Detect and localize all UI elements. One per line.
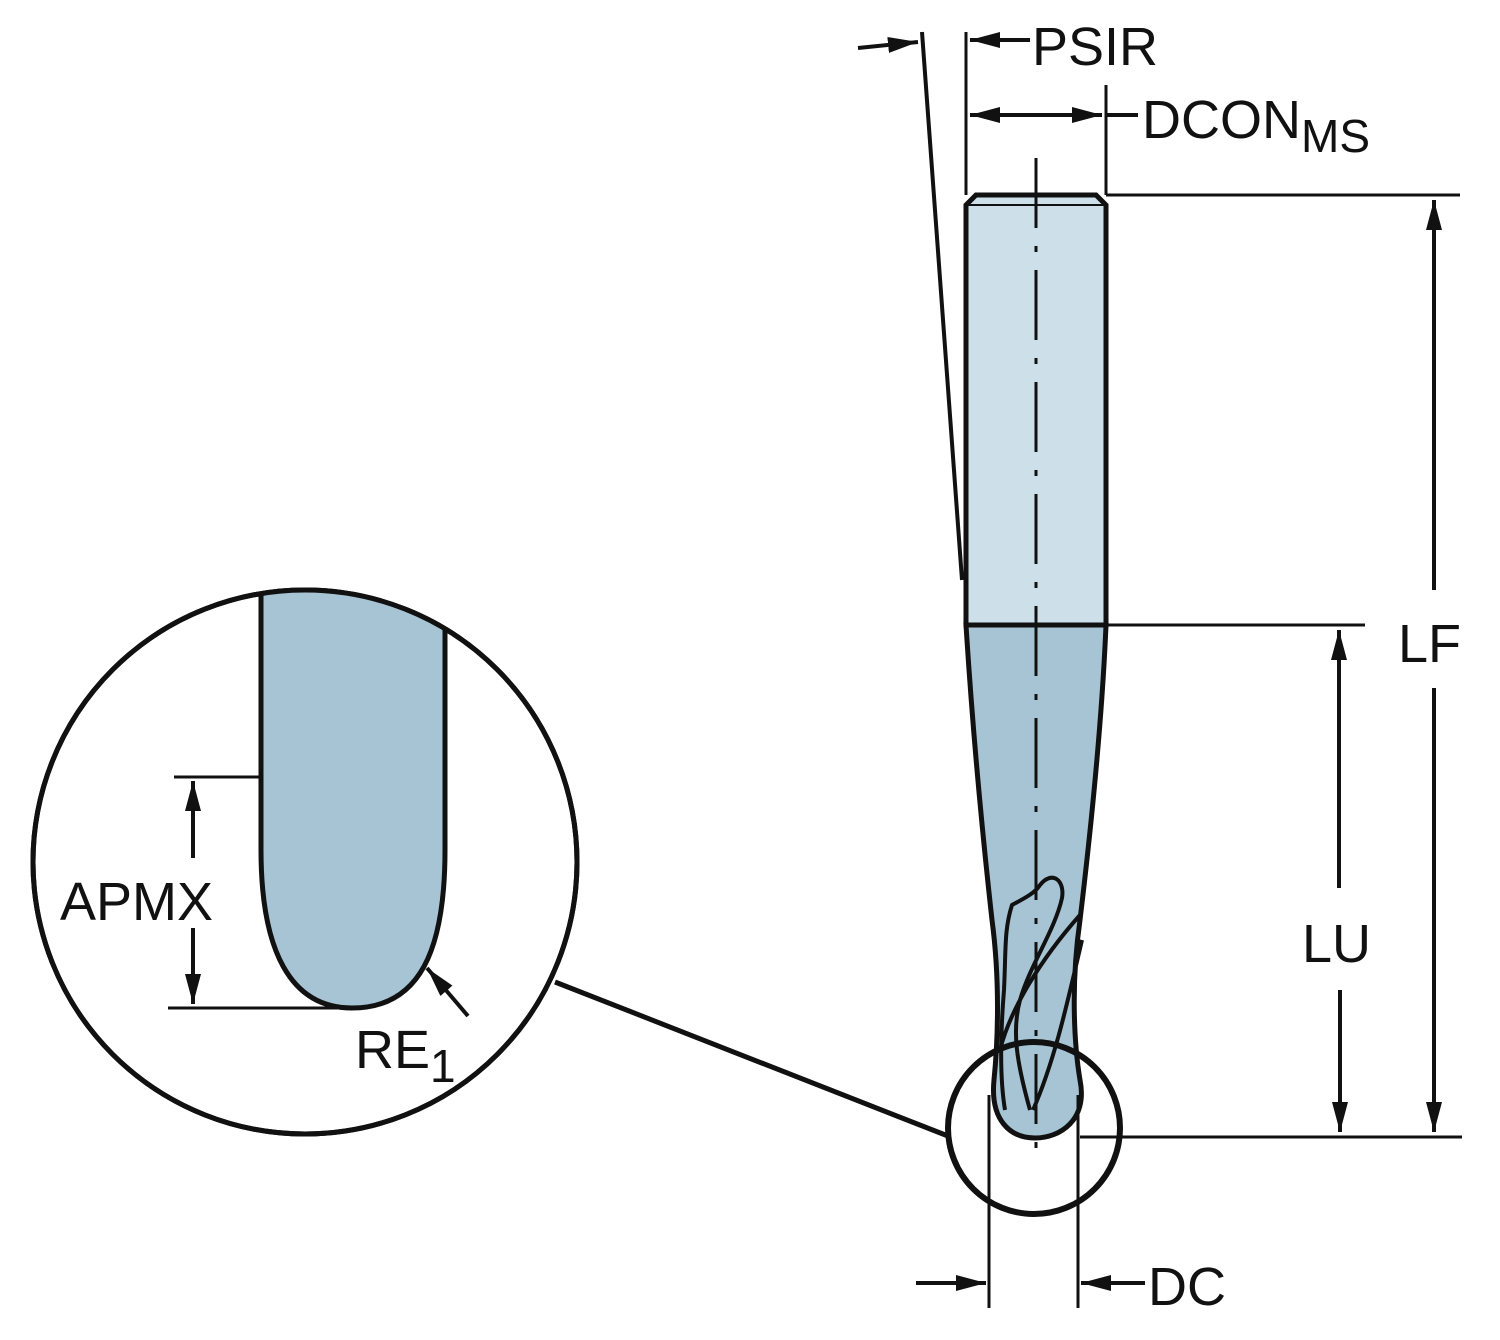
dcon-label-main: DCON	[1142, 90, 1301, 150]
apmx-dimension: APMX	[60, 775, 350, 1010]
psir-label: PSIR	[1032, 17, 1158, 77]
magnifier-connector	[554, 979, 949, 1139]
psir-dimension: PSIR	[857, 17, 1158, 581]
lu-label: LU	[1302, 914, 1371, 974]
dcon-label-sub: MS	[1301, 110, 1370, 162]
re-label-main: RE	[355, 1020, 430, 1080]
dcon-label: DCONMS	[1142, 90, 1370, 162]
lf-dimension: LF	[1080, 193, 1462, 1139]
detail-view: APMX RE1	[30, 587, 580, 1137]
flute-lines	[998, 875, 1084, 1111]
apmx-label: APMX	[60, 872, 213, 932]
lf-label: LF	[1398, 614, 1461, 674]
re-label: RE1	[355, 1020, 456, 1092]
re-dimension: RE1	[355, 966, 470, 1092]
dc-label: DC	[1148, 1257, 1226, 1317]
dcon-dimension: DCONMS	[970, 85, 1370, 195]
lu-dimension: LU	[1106, 623, 1371, 1132]
magnifier-source-circle	[945, 1039, 1123, 1217]
re-label-sub: 1	[430, 1040, 456, 1092]
